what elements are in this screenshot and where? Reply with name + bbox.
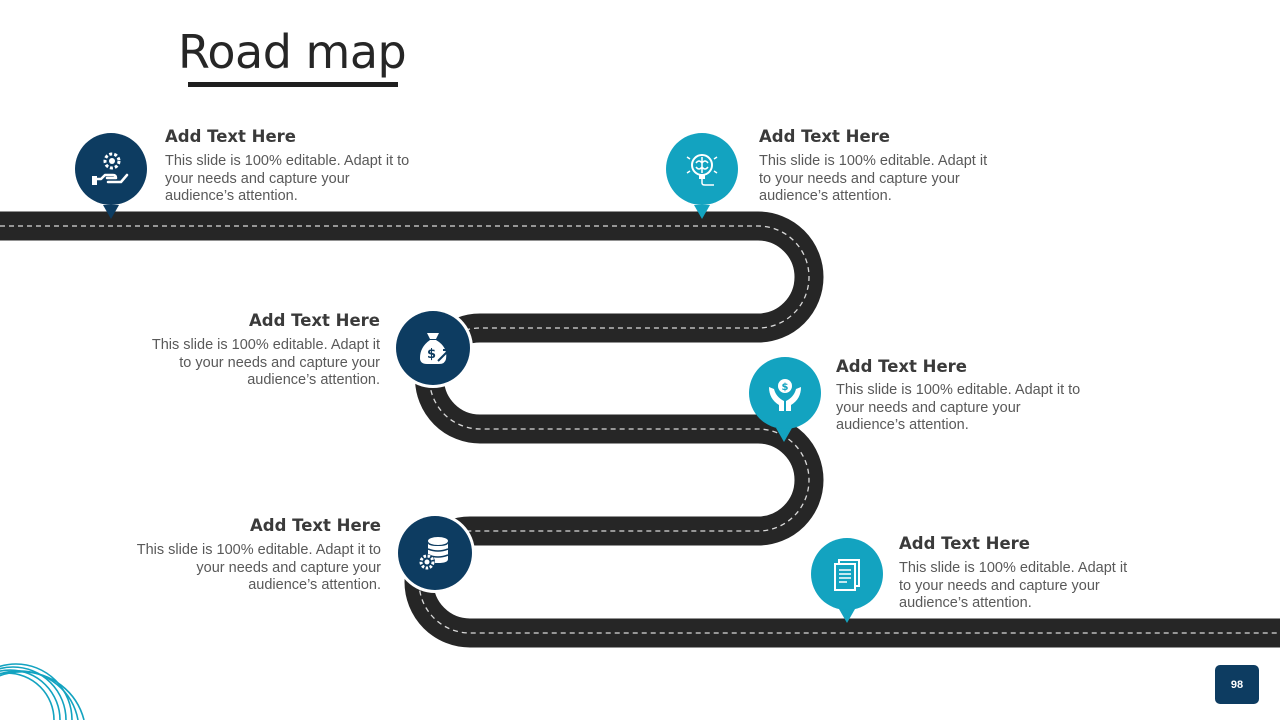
- marker-pointer: [839, 609, 855, 623]
- title-underline: [188, 82, 398, 87]
- money-bag-icon: $: [420, 333, 450, 364]
- marker-pointer: [776, 428, 792, 442]
- item-body-5: This slide is 100% editable. Adapt it to…: [136, 542, 381, 593]
- marker-6: [811, 538, 883, 610]
- marker-4: $: [749, 357, 821, 429]
- item-title-4: Add Text Here: [836, 357, 967, 376]
- svg-text:$: $: [782, 382, 789, 393]
- item-body-4: This slide is 100% editable. Adapt it to…: [836, 382, 1081, 433]
- item-title-1: Add Text Here: [165, 127, 296, 146]
- item-title-2: Add Text Here: [759, 127, 890, 146]
- marker-5: [398, 516, 472, 590]
- page-number-badge: 98: [1215, 665, 1259, 704]
- marker-1: [75, 133, 147, 205]
- marker-2: [666, 133, 738, 205]
- item-body-2: This slide is 100% editable. Adapt it to…: [759, 153, 988, 204]
- database-gear-icon: [419, 537, 449, 570]
- coin-hands-icon: $: [769, 379, 801, 411]
- item-body-6: This slide is 100% editable. Adapt it to…: [899, 560, 1128, 611]
- item-title-5: Add Text Here: [250, 516, 381, 535]
- slide-title: Road map: [178, 25, 407, 79]
- document-icon: [834, 559, 860, 591]
- marker-pointer: [694, 205, 710, 219]
- svg-text:$: $: [427, 347, 436, 362]
- marker-3: $: [396, 311, 470, 385]
- item-title-6: Add Text Here: [899, 534, 1030, 553]
- brain-bulb-icon: [686, 154, 718, 186]
- item-title-3: Add Text Here: [249, 311, 380, 330]
- decorative-arcs: [0, 663, 85, 720]
- marker-pointer: [103, 205, 119, 219]
- item-body-3: This slide is 100% editable. Adapt it to…: [151, 337, 380, 388]
- item-body-1: This slide is 100% editable. Adapt it to…: [165, 153, 410, 204]
- settings-hand-icon: [92, 152, 129, 185]
